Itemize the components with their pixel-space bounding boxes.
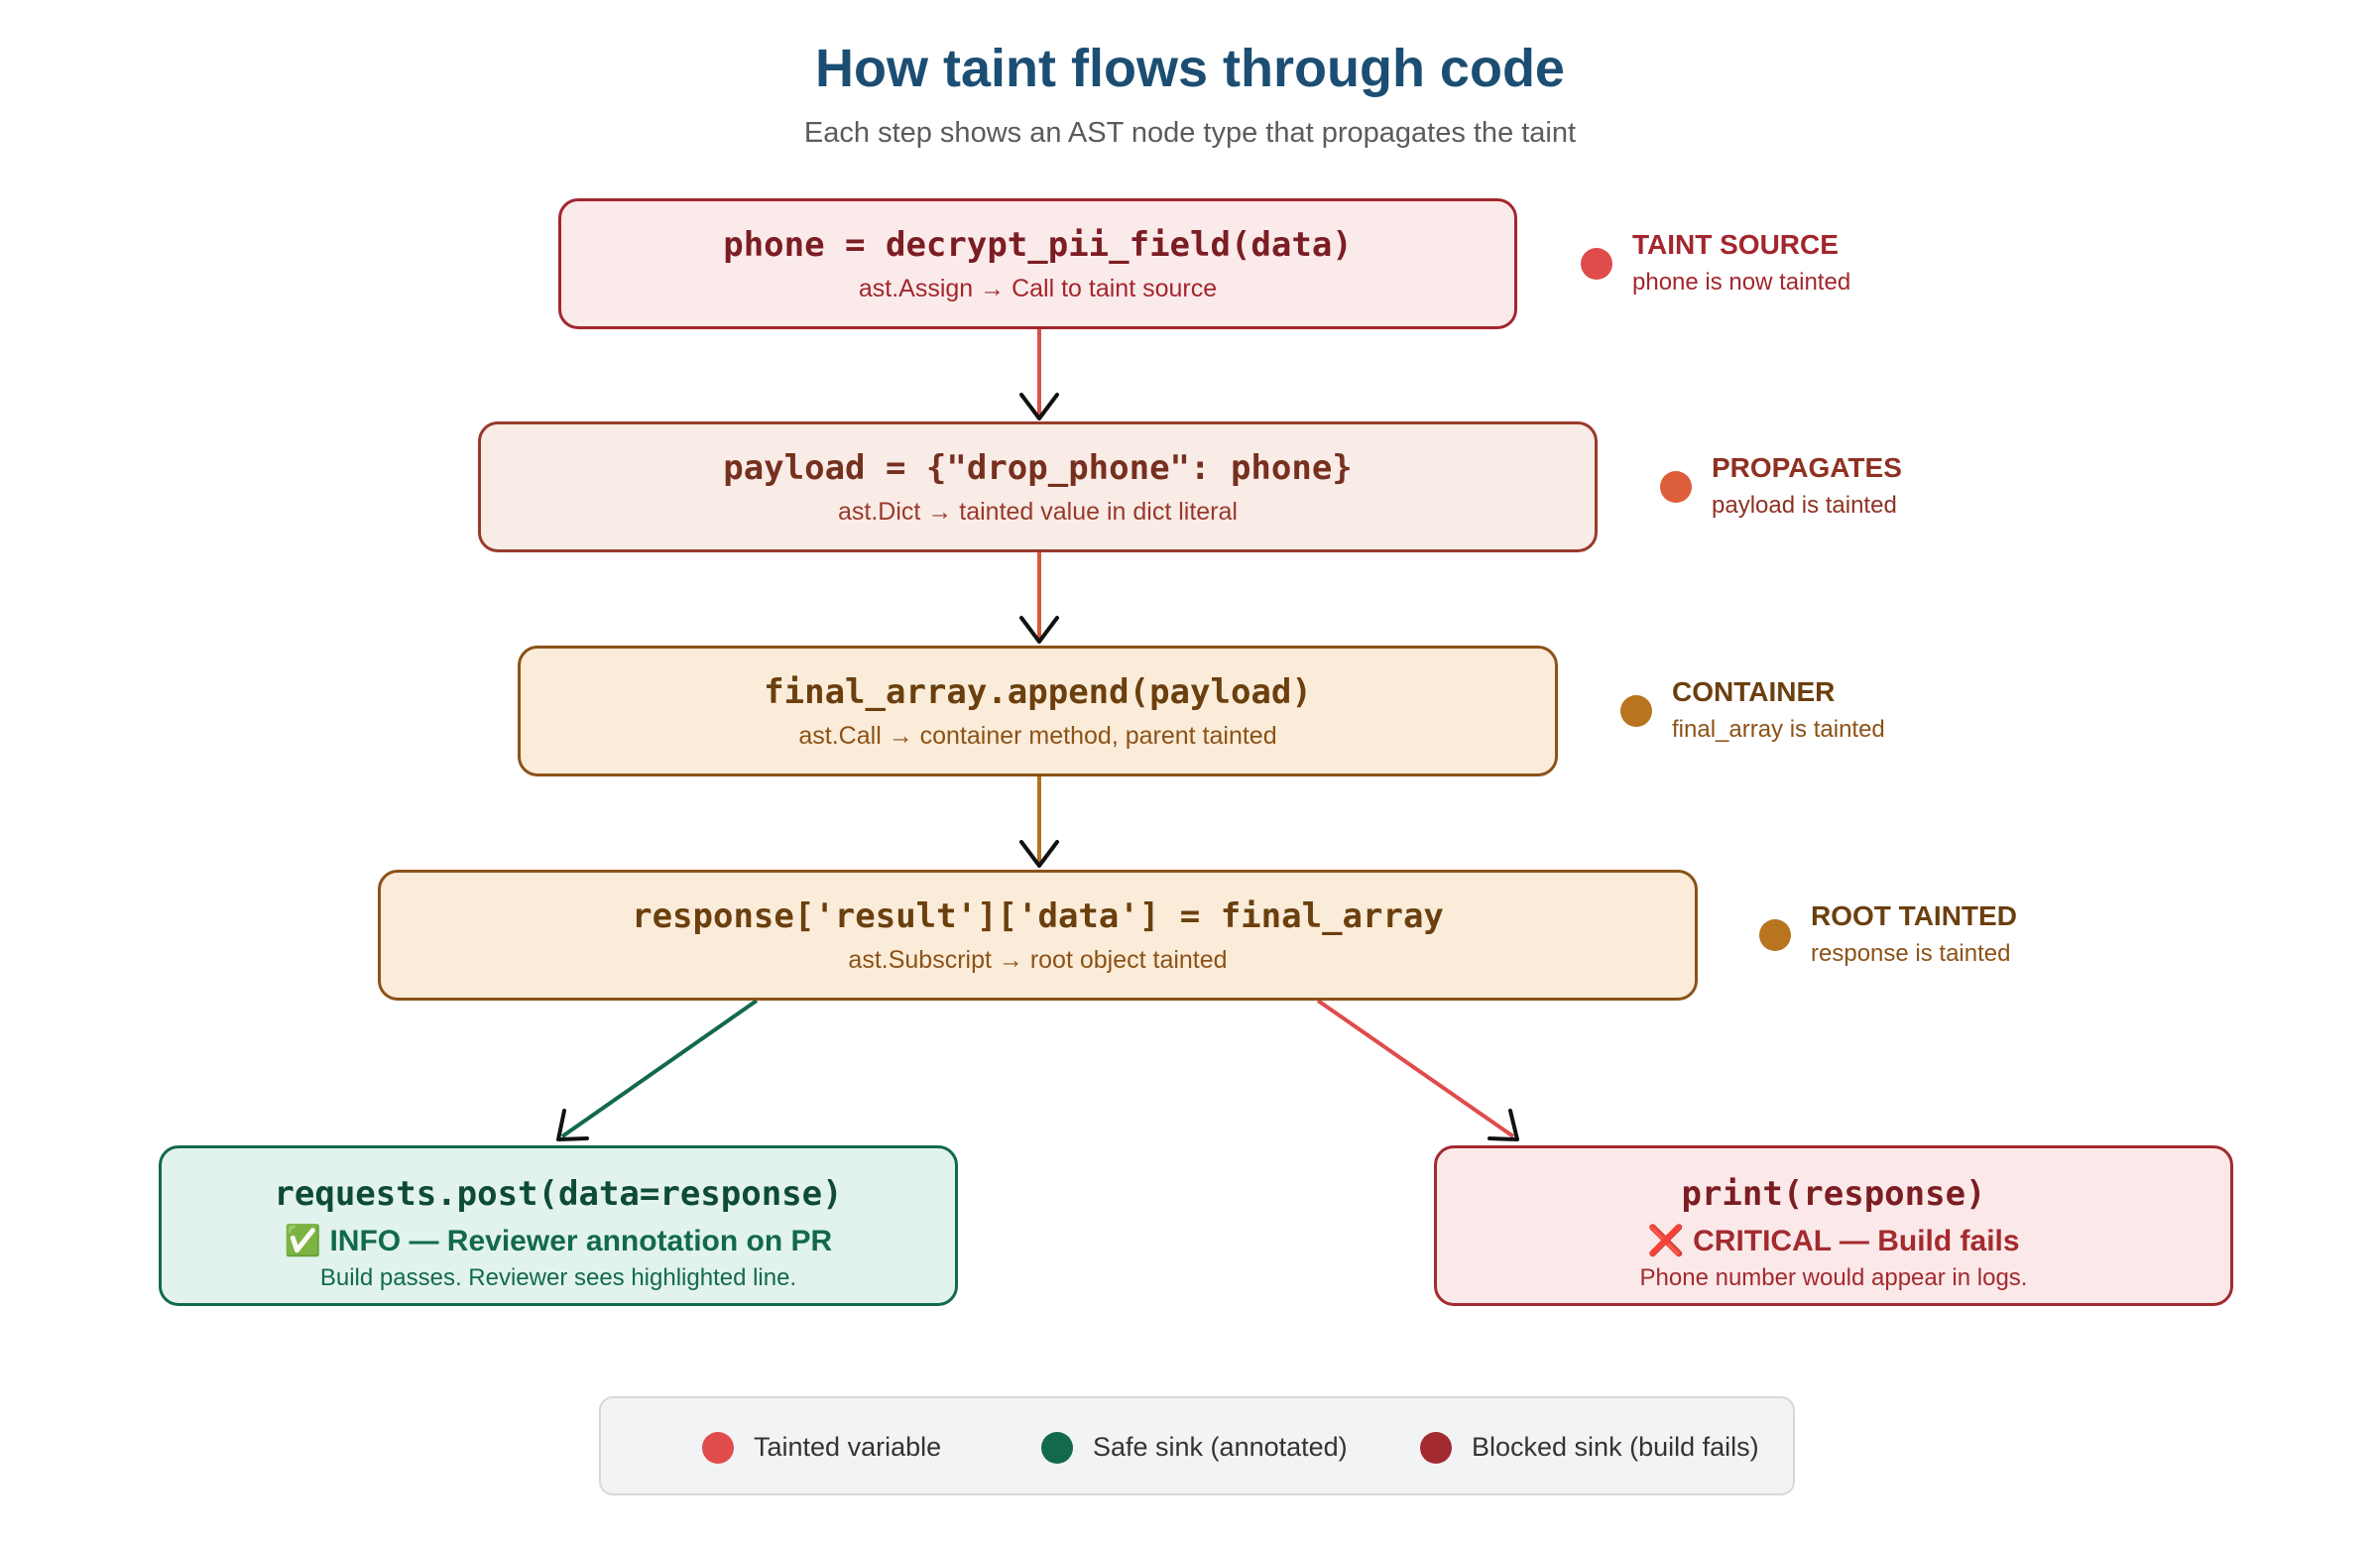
edge-root-to-safe-sink [560, 999, 759, 1138]
step-code: phone = decrypt_pii_field(data) [723, 225, 1353, 265]
tag-taint-source: TAINT SOURCE phone is now tainted [1581, 229, 1977, 308]
legend-label: Safe sink (annotated) [1093, 1432, 1348, 1462]
root-dot [1759, 919, 1791, 951]
sink-severity: ❌ CRITICAL — Build fails [1647, 1225, 2020, 1257]
step-dict-literal: payload = {"drop_phone": phone} ast.Dict… [478, 421, 1598, 552]
arrowhead-blocked-sink [1488, 1109, 1519, 1141]
diagram-title: How taint flows through code [815, 39, 1565, 98]
step-code: payload = {"drop_phone": phone} [723, 448, 1353, 488]
tag-container: CONTAINER final_array is tainted [1620, 676, 2017, 756]
tag-label: CONTAINER [1672, 676, 1836, 707]
tag-note: final_array is tainted [1672, 716, 1885, 743]
step-ast: ast.Assign → Call to taint source [858, 275, 1218, 302]
legend: Tainted variable Safe sink (annotated) B… [599, 1396, 1795, 1495]
legend-dot [1420, 1432, 1452, 1464]
arrowhead-step4 [1019, 840, 1059, 868]
arrowhead-step2 [1019, 393, 1059, 420]
step-ast: ast.Dict → tainted value in dict literal [838, 498, 1238, 526]
legend-label: Blocked sink (build fails) [1472, 1432, 1759, 1462]
propagates-dot [1660, 471, 1692, 503]
step-root-subscript: response['result']['data'] = final_array… [378, 870, 1698, 1001]
arrowhead-step3 [1019, 616, 1059, 644]
edge-root-to-blocked-sink [1316, 999, 1515, 1138]
legend-item-tainted: Tainted variable [702, 1398, 960, 1497]
legend-dot [1041, 1432, 1073, 1464]
step-code: response['result']['data'] = final_array [632, 896, 1444, 936]
sink-severity: ✅ INFO — Reviewer annotation on PR [284, 1225, 833, 1257]
sink-note: Build passes. Reviewer sees highlighted … [319, 1264, 797, 1291]
step-code: final_array.append(payload) [764, 672, 1312, 712]
legend-dot [702, 1432, 734, 1464]
sink-code: print(response) [1681, 1174, 1986, 1214]
tag-label: TAINT SOURCE [1632, 229, 1839, 260]
tag-note: phone is now tainted [1632, 269, 1851, 296]
step-ast: ast.Subscript → root object tainted [848, 946, 1228, 974]
container-dot [1620, 695, 1652, 727]
tag-note: payload is tainted [1712, 492, 1897, 519]
sink-note: Phone number would appear in logs. [1639, 1264, 2028, 1291]
legend-label: Tainted variable [754, 1432, 942, 1462]
sink-safe: requests.post(data=response) ✅ INFO — Re… [159, 1145, 958, 1306]
tag-label: PROPAGATES [1712, 452, 1902, 483]
tag-propagates: PROPAGATES payload is tainted [1660, 452, 2057, 532]
arrowhead-safe-sink [556, 1109, 589, 1141]
taint-dot [1581, 248, 1612, 280]
tag-note: response is tainted [1811, 940, 2011, 967]
tag-root-tainted: ROOT TAINTED response is tainted [1759, 900, 2156, 980]
step-ast: ast.Call → container method, parent tain… [798, 722, 1277, 750]
tag-label: ROOT TAINTED [1811, 900, 2017, 931]
legend-item-blocked-sink: Blocked sink (build fails) [1420, 1398, 1777, 1497]
sink-blocked: print(response) ❌ CRITICAL — Build fails… [1434, 1145, 2233, 1306]
diagram-subtitle: Each step shows an AST node type that pr… [803, 117, 1577, 149]
step-container-call: final_array.append(payload) ast.Call → c… [518, 646, 1558, 776]
sink-code: requests.post(data=response) [274, 1174, 843, 1214]
step-taint-source: phone = decrypt_pii_field(data) ast.Assi… [558, 198, 1517, 329]
legend-item-safe-sink: Safe sink (annotated) [1041, 1398, 1378, 1497]
